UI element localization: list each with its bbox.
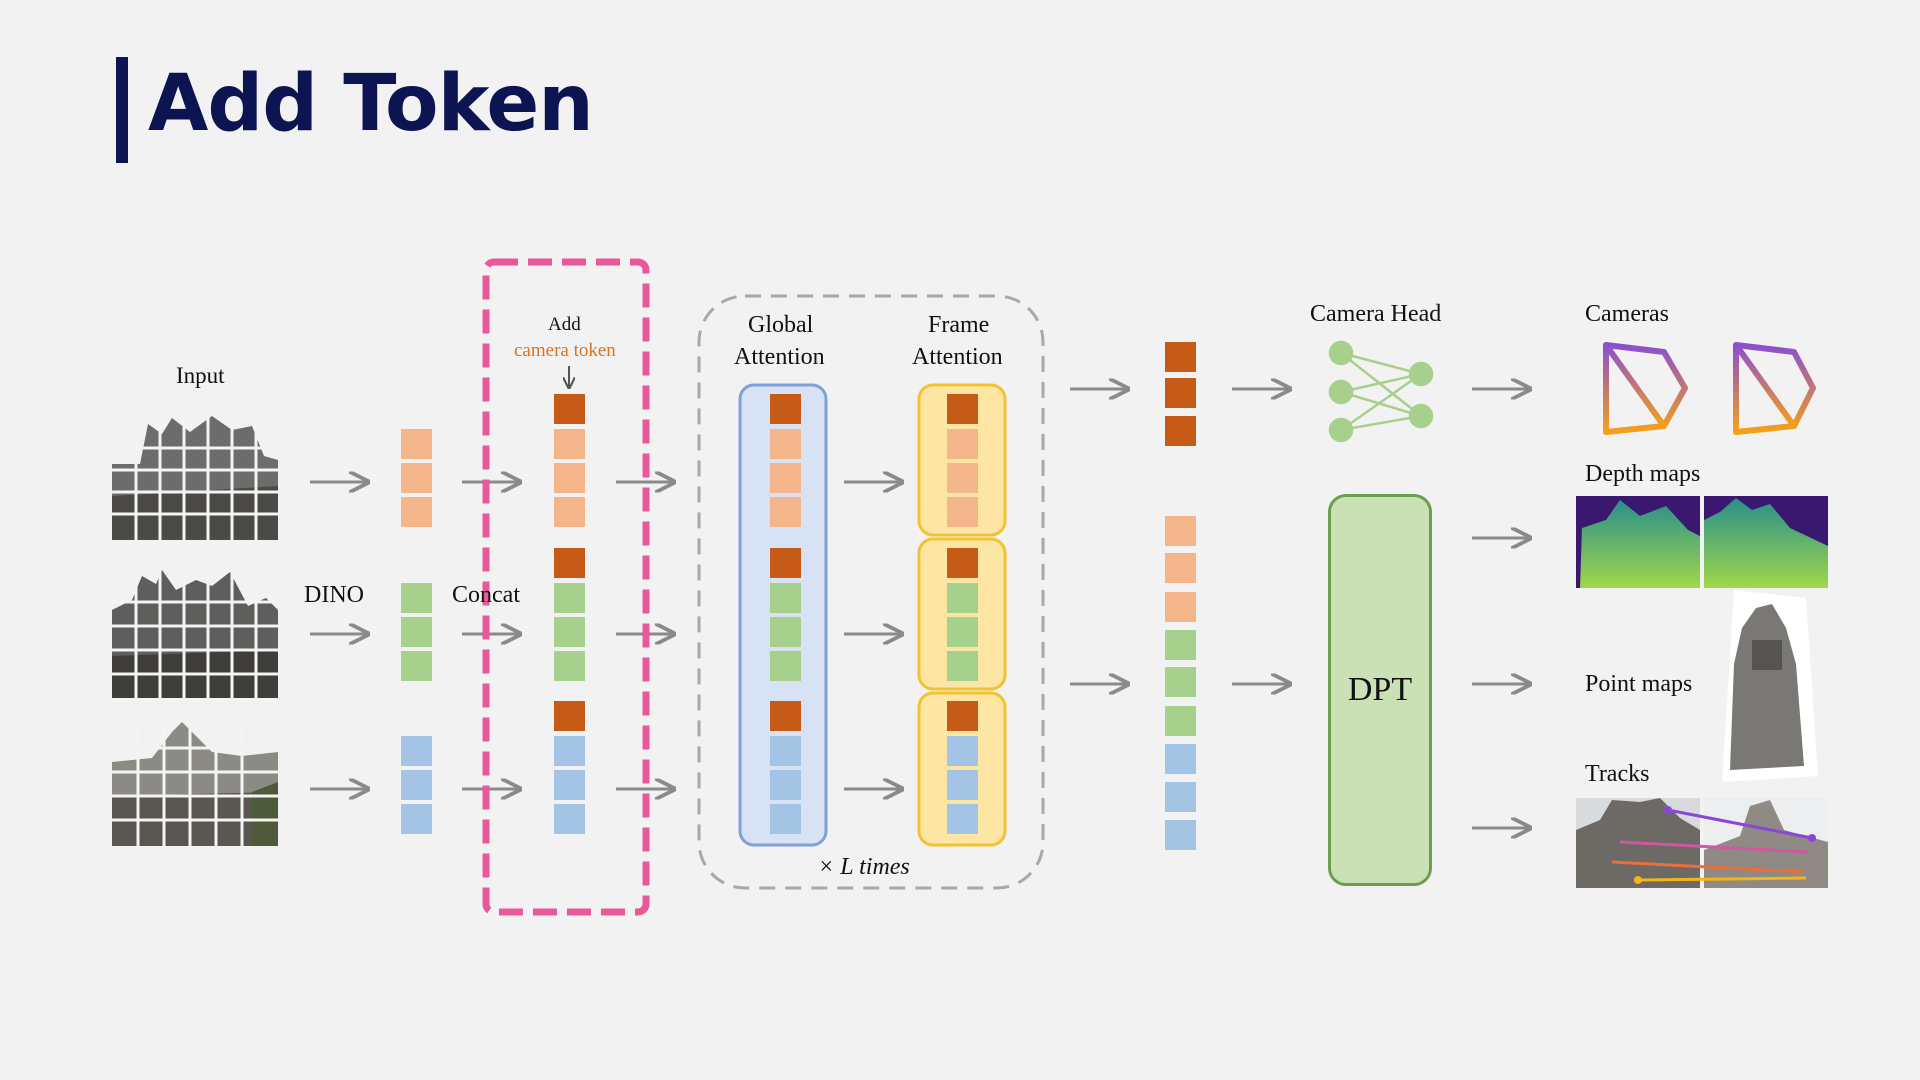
frame-attention-label-line1: Frame xyxy=(928,312,990,338)
concat-label: Concat xyxy=(452,582,520,608)
global-attention-label-line1: Global xyxy=(748,312,814,338)
frame-attention-label-line2: Attention xyxy=(912,344,1003,370)
dpt-head: DPT xyxy=(1328,494,1432,886)
global-attention-label-line2: Attention xyxy=(734,344,825,370)
add-token-highlight-box xyxy=(482,258,650,916)
point-map-image xyxy=(1722,590,1818,782)
frame-attention-tokens xyxy=(947,394,978,834)
input-image-2 xyxy=(112,570,278,698)
title-accent-bar xyxy=(116,57,128,163)
output-camera-tokens xyxy=(1165,342,1196,446)
add-label: Add xyxy=(548,314,581,335)
cameras-label: Cameras xyxy=(1585,301,1669,327)
dino-tokens xyxy=(401,429,432,834)
depth-map-1 xyxy=(1576,496,1700,588)
depth-map-2 xyxy=(1704,496,1828,588)
dpt-label: DPT xyxy=(1347,671,1413,708)
input-image-1 xyxy=(112,416,278,540)
tracks-image-2 xyxy=(1704,798,1828,888)
tracks-label: Tracks xyxy=(1585,761,1650,787)
camera-token-label: camera token xyxy=(514,340,616,361)
camera-frustum-icon-1 xyxy=(1603,342,1688,435)
camera-head-network-icon xyxy=(1328,340,1434,443)
input-image-3 xyxy=(112,722,278,846)
output-patch-tokens xyxy=(1165,516,1196,850)
global-attention-tokens xyxy=(770,394,801,834)
concat-tokens xyxy=(554,394,585,834)
slide-title: Add Token xyxy=(148,59,594,149)
dino-label: DINO xyxy=(304,582,364,608)
input-label: Input xyxy=(176,363,225,388)
camera-frustum-icon-2 xyxy=(1733,342,1816,435)
depth-maps-label: Depth maps xyxy=(1585,461,1701,487)
camera-head-label: Camera Head xyxy=(1310,301,1442,327)
point-maps-label: Point maps xyxy=(1585,671,1693,697)
global-attention-box xyxy=(738,383,828,847)
track-lines xyxy=(1611,806,1816,884)
frame-attention-boxes xyxy=(917,383,1007,847)
repeat-block-border xyxy=(697,294,1045,890)
times-label: × L times xyxy=(818,854,910,880)
